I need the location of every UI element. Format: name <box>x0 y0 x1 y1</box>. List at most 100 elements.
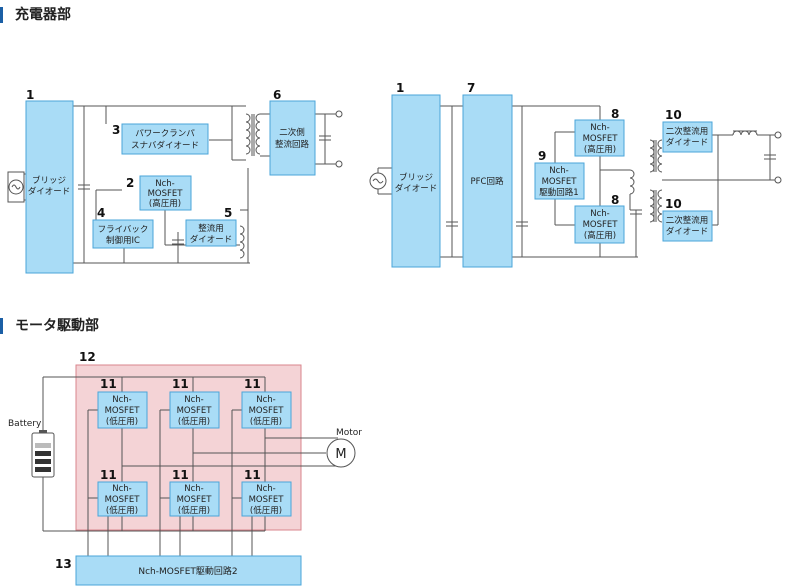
bridge-diode-block <box>391 94 441 268</box>
bridge-diode-label: ブリッジ <box>32 175 66 186</box>
svg-text:整流用: 整流用 <box>198 223 224 234</box>
output-terminal <box>774 176 782 184</box>
svg-text:M: M <box>335 447 346 462</box>
svg-text:駆動回路1: 駆動回路1 <box>539 187 578 198</box>
output-terminal <box>335 160 343 168</box>
svg-text:(低圧用): (低圧用) <box>178 416 210 427</box>
label-number: 3 <box>112 123 120 137</box>
label-number: 13 <box>55 557 72 571</box>
svg-text:MOSFET: MOSFET <box>105 495 141 505</box>
svg-text:パワークランパ: パワークランパ <box>135 129 195 139</box>
battery-label: Battery <box>8 419 42 429</box>
pfc-circuit-block <box>462 94 513 268</box>
svg-text:Nch-: Nch- <box>155 179 175 189</box>
svg-text:二次整流用: 二次整流用 <box>666 126 709 137</box>
label-number: 7 <box>467 81 475 95</box>
section-title-motor-drive: モータ駆動部 <box>0 318 99 334</box>
label-number: 5 <box>224 206 232 220</box>
svg-text:Nch-: Nch- <box>590 123 610 133</box>
section-title-charger: 充電器部 <box>0 7 71 23</box>
svg-text:スナバダイオード: スナバダイオード <box>131 140 199 151</box>
svg-text:制御用IC: 制御用IC <box>106 235 140 246</box>
svg-text:11: 11 <box>100 377 117 391</box>
mosfet-module: Nch- MOSFET (低圧用) 11 <box>169 377 220 429</box>
mosfet-module: Nch- MOSFET (低圧用) 11 <box>169 468 220 517</box>
label-number: 12 <box>79 350 96 364</box>
svg-text:ダイオード: ダイオード <box>666 226 709 237</box>
svg-text:PFC回路: PFC回路 <box>471 176 504 187</box>
mosfet-high-voltage-block-top <box>574 119 625 157</box>
svg-text:(低圧用): (低圧用) <box>178 505 210 516</box>
svg-text:Nch-: Nch- <box>184 395 204 405</box>
label-number: 1 <box>26 88 34 102</box>
svg-text:二次側: 二次側 <box>279 127 305 138</box>
motor-icon <box>326 438 356 468</box>
svg-text:11: 11 <box>172 468 189 482</box>
svg-text:(高圧用): (高圧用) <box>584 230 616 241</box>
svg-text:MOSFET: MOSFET <box>249 406 285 416</box>
svg-text:11: 11 <box>244 468 261 482</box>
svg-text:MOSFET: MOSFET <box>583 220 619 230</box>
svg-text:MOSFET: MOSFET <box>148 189 184 199</box>
svg-text:Nch-: Nch- <box>112 484 132 494</box>
mosfet-module: Nch- MOSFET (低圧用) 11 <box>97 377 148 429</box>
svg-text:Nch-: Nch- <box>112 395 132 405</box>
mosfet-module: Nch- MOSFET (低圧用) 11 <box>241 468 292 517</box>
label-number: 9 <box>538 149 546 163</box>
charger-right-diagram: ブリッジ ダイオード PFC回路 Nch- MOSFET (高圧用) Nch- … <box>369 81 782 268</box>
label-number: 10 <box>665 197 682 211</box>
motor-label: Motor <box>336 428 362 438</box>
svg-text:11: 11 <box>100 468 117 482</box>
mosfet-module: Nch- MOSFET (低圧用) 11 <box>97 468 148 517</box>
svg-text:(低圧用): (低圧用) <box>106 505 138 516</box>
svg-text:11: 11 <box>172 377 189 391</box>
secondary-rectifier-block <box>269 100 316 176</box>
svg-text:MOSFET: MOSFET <box>105 406 141 416</box>
svg-text:Nch-: Nch- <box>590 209 610 219</box>
secondary-rectifier-diode-block-top <box>662 121 713 153</box>
svg-text:ダイオード: ダイオード <box>395 183 438 194</box>
svg-text:ブリッジ: ブリッジ <box>399 172 433 183</box>
label-number: 8 <box>611 107 619 121</box>
svg-text:ダイオード: ダイオード <box>28 186 71 197</box>
output-terminal <box>335 110 343 118</box>
svg-text:MOSFET: MOSFET <box>177 406 213 416</box>
mosfet-module: Nch- MOSFET (低圧用) 11 <box>241 377 292 429</box>
label-number: 1 <box>396 81 404 95</box>
svg-text:MOSFET: MOSFET <box>177 495 213 505</box>
svg-text:Nch-: Nch- <box>256 395 276 405</box>
svg-text:Nch-: Nch- <box>256 484 276 494</box>
svg-text:11: 11 <box>244 377 261 391</box>
mosfet-driver-1-block <box>534 162 585 200</box>
svg-text:Nch-: Nch- <box>549 166 569 176</box>
label-number: 10 <box>665 108 682 122</box>
svg-text:(高圧用): (高圧用) <box>584 144 616 155</box>
snubber-diode-block <box>121 123 209 155</box>
rectifier-diode-block <box>185 219 237 247</box>
svg-text:MOSFET: MOSFET <box>583 134 619 144</box>
label-number: 2 <box>126 176 134 190</box>
label-number: 8 <box>611 193 619 207</box>
svg-text:ダイオード: ダイオード <box>190 234 233 245</box>
motor-drive-diagram: Battery Motor <box>8 350 362 586</box>
svg-text:(低圧用): (低圧用) <box>250 505 282 516</box>
svg-text:(高圧用): (高圧用) <box>149 198 181 209</box>
svg-text:Nch-: Nch- <box>184 484 204 494</box>
mosfet-high-voltage-block-bottom <box>574 205 625 244</box>
svg-text:(低圧用): (低圧用) <box>250 416 282 427</box>
label-number: 4 <box>97 206 105 220</box>
svg-text:Nch-MOSFET駆動回路2: Nch-MOSFET駆動回路2 <box>138 565 237 577</box>
mosfet-driver-2-block <box>75 555 302 586</box>
svg-text:MOSFET: MOSFET <box>249 495 285 505</box>
svg-text:MOSFET: MOSFET <box>542 177 578 187</box>
flyback-control-ic-block <box>92 219 154 249</box>
secondary-rectifier-diode-block-bottom <box>662 210 713 242</box>
svg-text:二次整流用: 二次整流用 <box>666 215 709 226</box>
svg-text:フライバック: フライバック <box>98 225 149 235</box>
bridge-diode-block <box>25 100 74 274</box>
svg-text:整流回路: 整流回路 <box>275 139 310 150</box>
mosfet-high-voltage-block <box>139 175 192 211</box>
svg-text:(低圧用): (低圧用) <box>106 416 138 427</box>
output-terminal <box>774 131 782 139</box>
